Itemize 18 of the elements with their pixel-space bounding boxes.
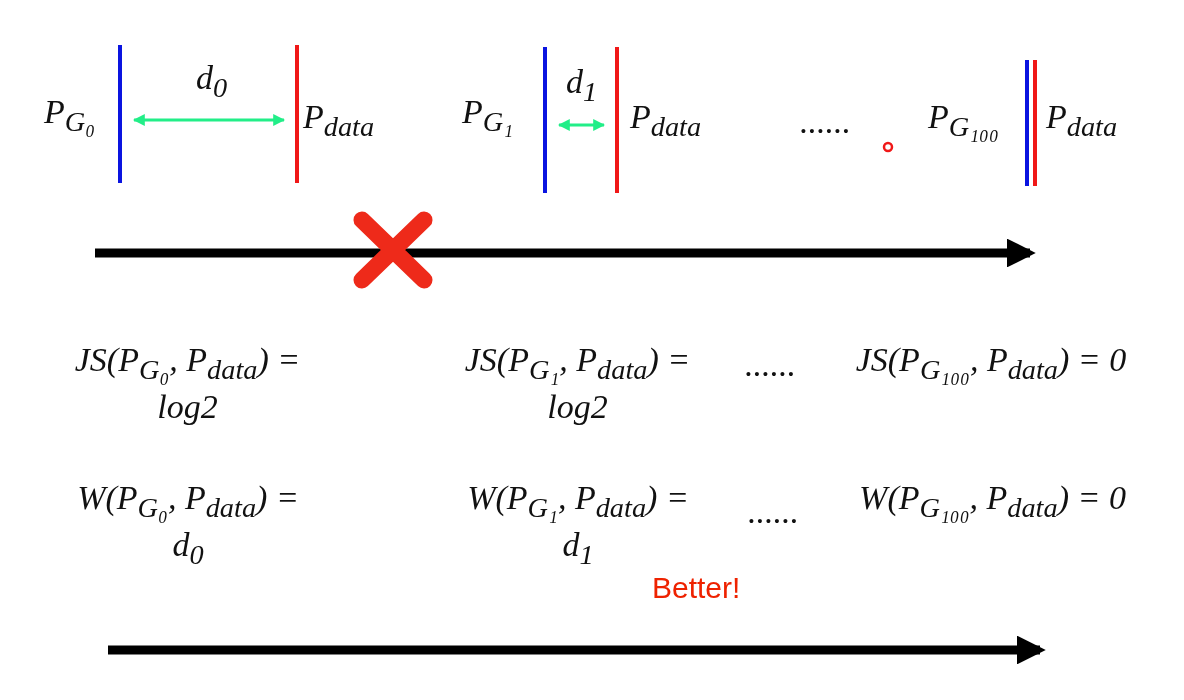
ellipsis: ...... bbox=[748, 492, 799, 532]
formula: W(P$_{G₀}$, P$_{data}$) = d$_{0}$ bbox=[76, 478, 300, 572]
math-label: d$_{0}$ bbox=[196, 58, 228, 105]
formula: W(P$_{G₁₀₀}$, P$_{data}$) = 0 bbox=[858, 478, 1127, 525]
math-label: P$_{data}$ bbox=[1046, 97, 1118, 144]
math-label: P$_{data}$ bbox=[303, 97, 375, 144]
math-label: P$_{G₀}$ bbox=[44, 92, 96, 139]
math-label: d$_{1}$ bbox=[566, 62, 598, 109]
note-text: Better! bbox=[652, 570, 741, 606]
math-label: P$_{G₁}$ bbox=[462, 92, 514, 139]
ellipsis: ...... bbox=[745, 345, 796, 385]
math-label: P$_{G₁₀₀}$ bbox=[928, 97, 999, 144]
formula: JS(P$_{G₁₀₀}$, P$_{data}$) = 0 bbox=[854, 340, 1128, 387]
formula: JS(P$_{G₀}$, P$_{data}$) = log2 bbox=[73, 340, 302, 427]
formula: W(P$_{G₁}$, P$_{data}$) = d$_{1}$ bbox=[466, 478, 690, 572]
formula: JS(P$_{G₁}$, P$_{data}$) = log2 bbox=[463, 340, 692, 427]
ellipsis: ...... bbox=[800, 102, 851, 142]
math-label: P$_{data}$ bbox=[630, 97, 702, 144]
